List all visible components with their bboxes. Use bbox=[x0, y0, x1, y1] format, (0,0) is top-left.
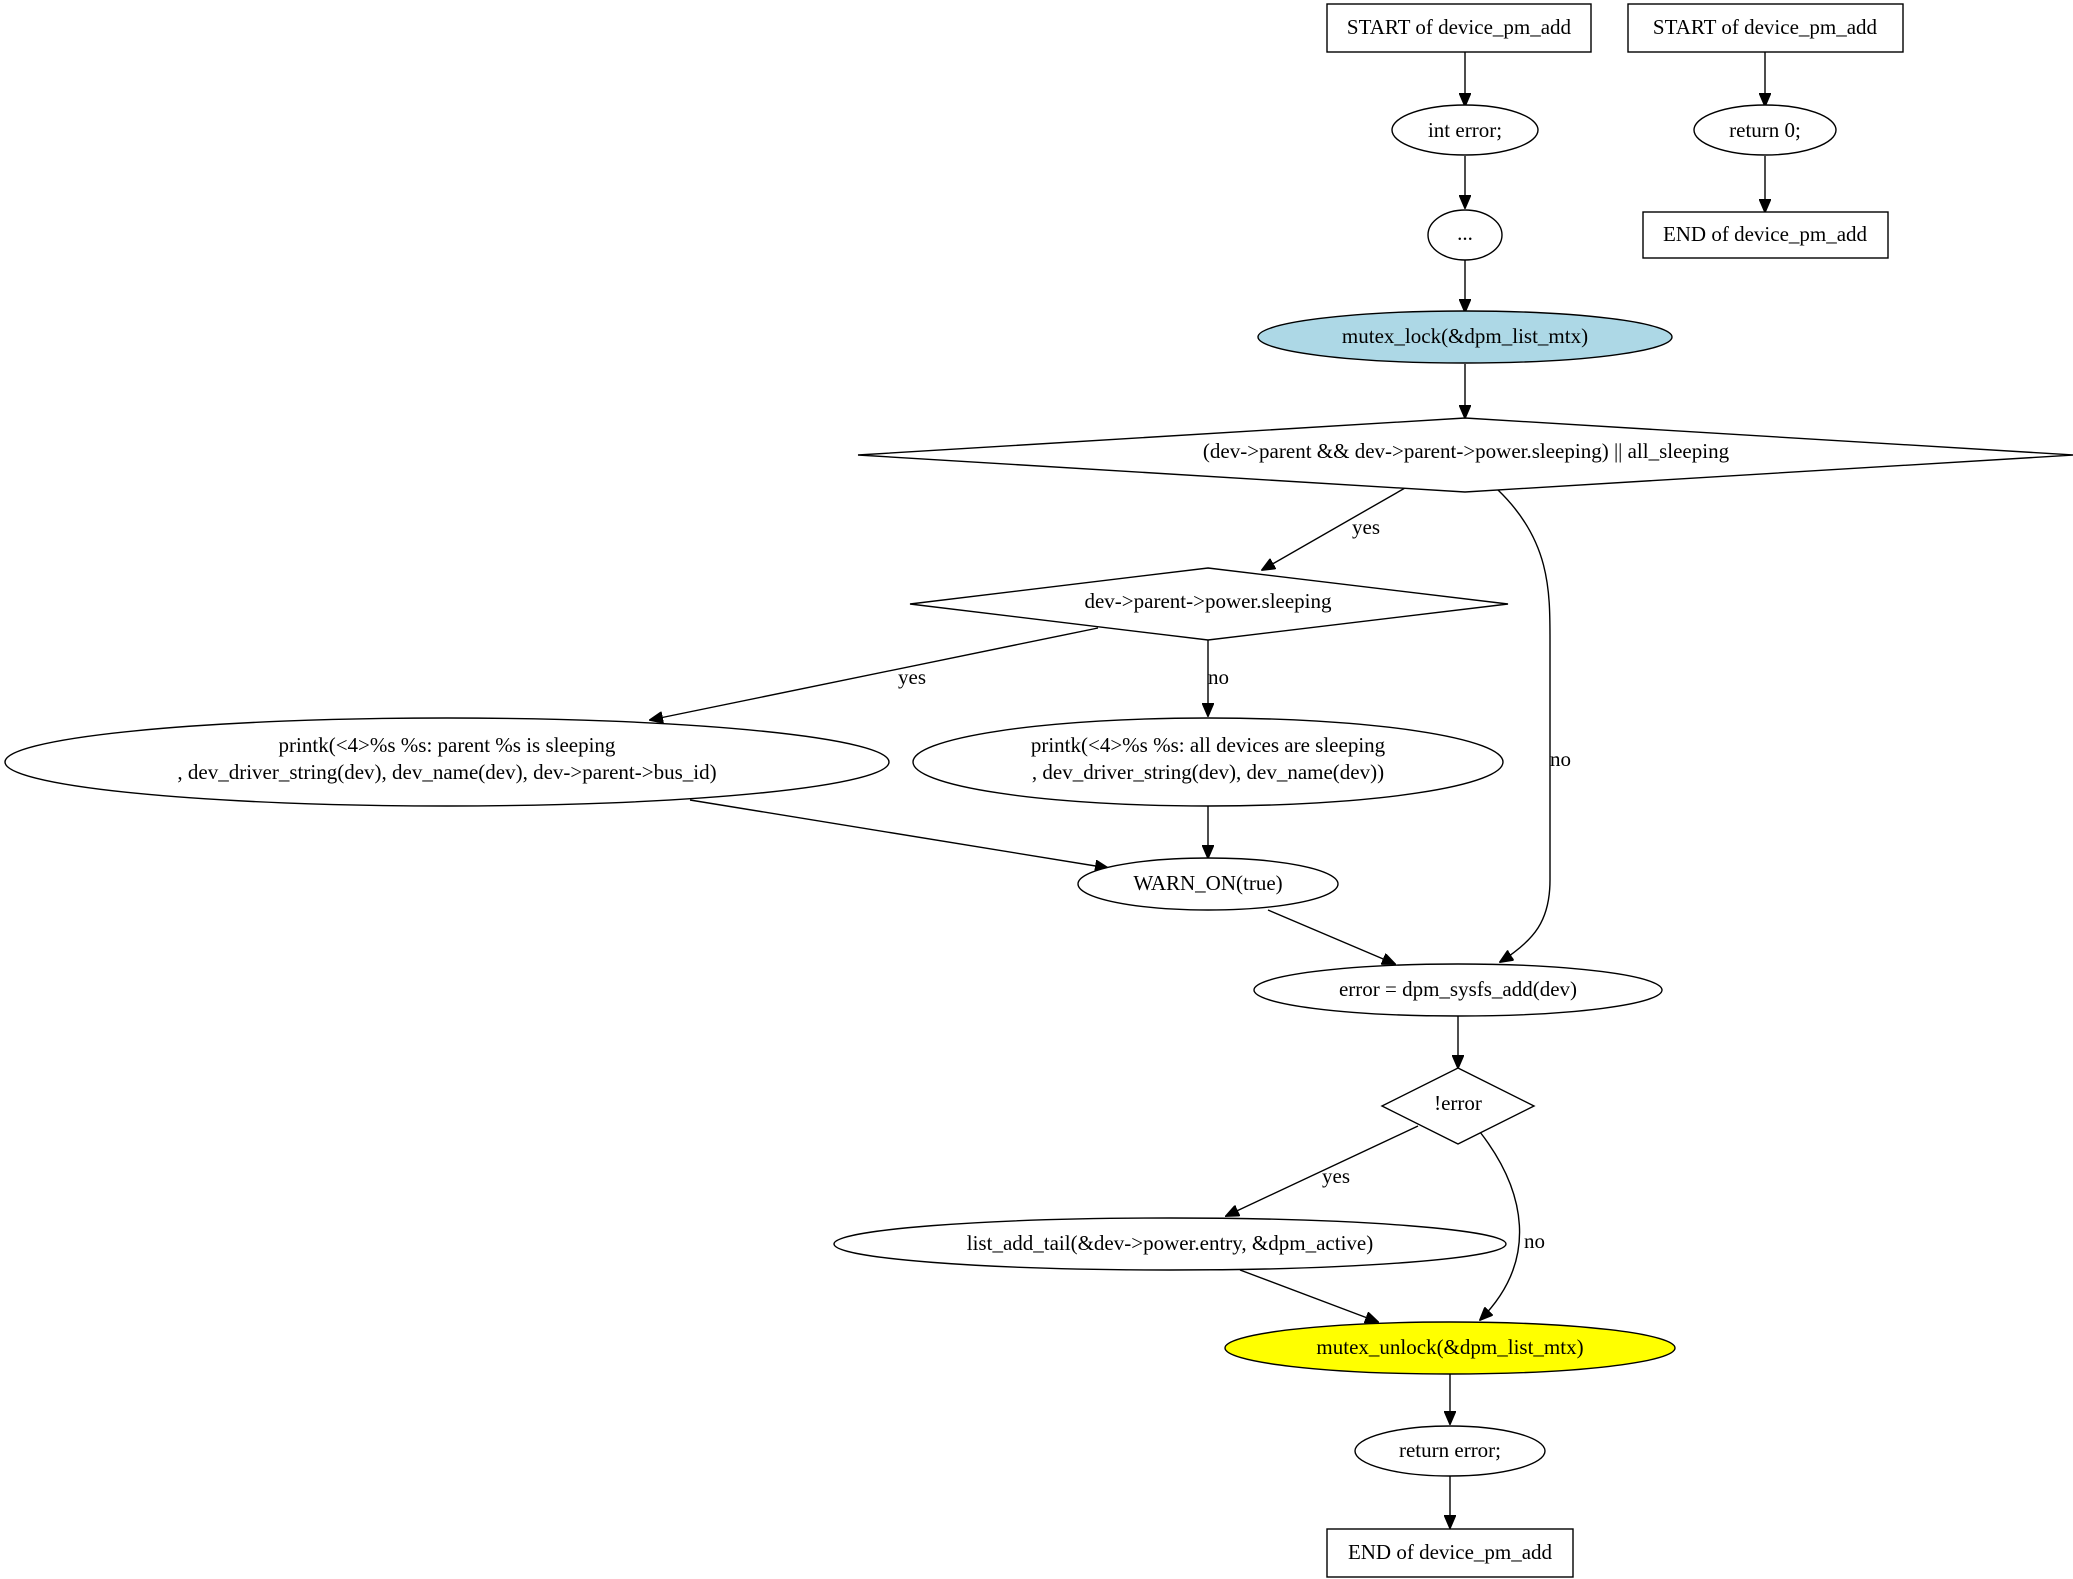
node-warn-on: WARN_ON(true) bbox=[1077, 857, 1339, 911]
edges bbox=[650, 52, 1765, 1528]
node-return-error-label: return error; bbox=[1399, 1438, 1501, 1462]
node-end: END of device_pm_add bbox=[1326, 1528, 1574, 1578]
node-printk-all: printk(<4>%s %s: all devices are sleepin… bbox=[912, 717, 1504, 807]
node-ellipsis: ... bbox=[1427, 209, 1503, 261]
edge-list-add-to-unlock bbox=[1239, 1269, 1378, 1322]
node-end-b: END of device_pm_add bbox=[1642, 211, 1889, 259]
node-condition-error: !error bbox=[1380, 1067, 1536, 1145]
node-printk-parent-line2: , dev_driver_string(dev), dev_name(dev),… bbox=[177, 760, 716, 784]
node-printk-all-line1: printk(<4>%s %s: all devices are sleepin… bbox=[1031, 733, 1386, 757]
node-mutex-unlock-label: mutex_unlock(&dpm_list_mtx) bbox=[1316, 1335, 1583, 1359]
node-mutex-unlock: mutex_unlock(&dpm_list_mtx) bbox=[1224, 1321, 1676, 1375]
node-mutex-lock-label: mutex_lock(&dpm_list_mtx) bbox=[1342, 324, 1588, 348]
node-int-error: int error; bbox=[1391, 104, 1539, 156]
node-list-add: list_add_tail(&dev->power.entry, &dpm_ac… bbox=[833, 1217, 1507, 1271]
edge-condition-yes bbox=[1262, 487, 1406, 570]
node-start-b: START of device_pm_add bbox=[1627, 3, 1904, 53]
edge-printk-parent-to-warn bbox=[689, 799, 1108, 868]
node-printk-parent: printk(<4>%s %s: parent %s is sleeping ,… bbox=[4, 717, 890, 807]
node-warn-on-label: WARN_ON(true) bbox=[1133, 871, 1282, 895]
node-printk-parent-line1: printk(<4>%s %s: parent %s is sleeping bbox=[279, 733, 616, 757]
edge-error-check-no bbox=[1480, 1131, 1521, 1320]
node-start-b-label: START of device_pm_add bbox=[1653, 15, 1878, 39]
node-return-error: return error; bbox=[1354, 1425, 1546, 1477]
node-return-zero-label: return 0; bbox=[1729, 118, 1801, 142]
edge-labels: yes no yes no yes no bbox=[898, 515, 1571, 1253]
edge-error-check-yes bbox=[1226, 1125, 1419, 1216]
edge-label-parent-yes: yes bbox=[898, 665, 926, 689]
node-int-error-label: int error; bbox=[1428, 118, 1502, 142]
edge-label-error-yes: yes bbox=[1322, 1164, 1350, 1188]
node-sysfs-add: error = dpm_sysfs_add(dev) bbox=[1253, 963, 1663, 1017]
node-end-b-label: END of device_pm_add bbox=[1663, 222, 1868, 246]
node-sysfs-add-label: error = dpm_sysfs_add(dev) bbox=[1339, 977, 1577, 1001]
nodes: START of device_pm_add int error; ... mu… bbox=[4, 3, 2073, 1578]
node-ellipsis-label: ... bbox=[1457, 221, 1473, 245]
node-condition-sleeping: (dev->parent && dev->parent->power.sleep… bbox=[857, 417, 2073, 493]
node-return-zero: return 0; bbox=[1693, 104, 1837, 156]
edge-label-condition-no: no bbox=[1550, 747, 1571, 771]
edge-parent-sleeping-yes bbox=[650, 627, 1099, 720]
edge-label-error-no: no bbox=[1524, 1229, 1545, 1253]
node-end-label: END of device_pm_add bbox=[1348, 1540, 1553, 1564]
node-condition-error-label: !error bbox=[1434, 1091, 1482, 1115]
node-condition-parent: dev->parent->power.sleeping bbox=[909, 567, 1509, 641]
edge-label-parent-no: no bbox=[1208, 665, 1229, 689]
node-start: START of device_pm_add bbox=[1326, 3, 1592, 53]
node-condition-parent-label: dev->parent->power.sleeping bbox=[1084, 589, 1332, 613]
node-list-add-label: list_add_tail(&dev->power.entry, &dpm_ac… bbox=[967, 1231, 1373, 1255]
edge-condition-no bbox=[1497, 489, 1551, 962]
node-start-label: START of device_pm_add bbox=[1347, 15, 1572, 39]
edge-warn-to-sysfs bbox=[1267, 909, 1395, 964]
edge-label-condition-yes: yes bbox=[1352, 515, 1380, 539]
node-mutex-lock: mutex_lock(&dpm_list_mtx) bbox=[1257, 310, 1673, 364]
node-printk-all-line2: , dev_driver_string(dev), dev_name(dev)) bbox=[1032, 760, 1384, 784]
node-condition-sleeping-label: (dev->parent && dev->parent->power.sleep… bbox=[1203, 439, 1730, 463]
